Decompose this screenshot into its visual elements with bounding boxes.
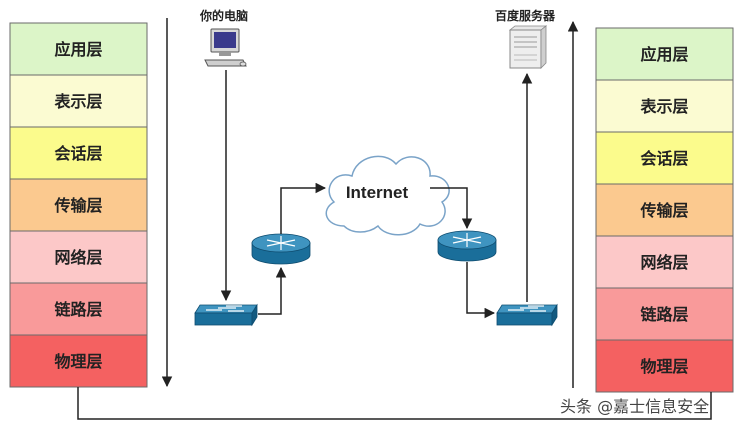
left-layer-box xyxy=(9,22,148,76)
right-layer-application: 应用层 xyxy=(595,27,734,81)
right-layer-link: 链路层 xyxy=(595,287,734,341)
left-router-icon xyxy=(251,233,311,265)
left-layer-box xyxy=(9,230,148,284)
right-layer-label: 网络层 xyxy=(640,253,688,272)
left-layer-box xyxy=(9,74,148,128)
left-layer-box xyxy=(9,282,148,336)
server-icon xyxy=(508,25,548,69)
switch-to-router-arrow xyxy=(258,266,287,315)
left-layer-box xyxy=(9,126,148,180)
right-layer-box xyxy=(595,287,734,341)
left-layer-network: 网络层 xyxy=(9,230,148,284)
right-layer-session: 会话层 xyxy=(595,131,734,185)
left-layer-label: 会话层 xyxy=(54,144,102,163)
left-switch-icon xyxy=(194,303,258,327)
right-layer-label: 链路层 xyxy=(640,305,688,324)
right-layer-presentation: 表示层 xyxy=(595,79,734,133)
left-layer-label: 表示层 xyxy=(53,92,102,111)
right-layer-box xyxy=(595,27,734,81)
right-router-icon xyxy=(437,230,497,262)
watermark-text: 头条 @嘉士信息安全 xyxy=(560,397,709,416)
left-layer-physical: 物理层 xyxy=(9,334,148,388)
router-to-switch-arrow xyxy=(466,262,496,319)
left-layer-session: 会话层 xyxy=(9,126,148,180)
right-layer-box xyxy=(595,339,734,393)
right-layer-transport: 传输层 xyxy=(595,183,734,237)
internet-label: Internet xyxy=(346,183,409,202)
right-layer-network: 网络层 xyxy=(595,235,734,289)
internet-to-router-arrow xyxy=(430,187,473,230)
right-layer-box xyxy=(595,235,734,289)
physical-medium-line xyxy=(77,387,712,420)
left-layer-label: 链路层 xyxy=(54,300,102,319)
right-layer-box xyxy=(595,183,734,237)
right-layer-label: 应用层 xyxy=(640,45,688,64)
left-osi-stack: 应用层 表示层 会话层 传输层 网络层 链路层 物理层 xyxy=(9,22,148,388)
baidu-server-label: 百度服务器 xyxy=(495,8,556,23)
left-layer-link: 链路层 xyxy=(9,282,148,336)
right-switch-icon xyxy=(496,303,558,327)
left-layer-label: 物理层 xyxy=(54,352,102,371)
left-layer-label: 应用层 xyxy=(54,40,102,59)
left-layer-label: 网络层 xyxy=(54,248,102,267)
left-layer-label: 传输层 xyxy=(53,196,102,215)
right-layer-label: 表示层 xyxy=(639,97,688,116)
internet-cloud-icon xyxy=(325,155,450,236)
right-layer-box xyxy=(595,131,734,185)
left-layer-application: 应用层 xyxy=(9,22,148,76)
router-to-internet-arrow xyxy=(280,182,327,234)
left-layer-box xyxy=(9,178,148,232)
left-layer-presentation: 表示层 xyxy=(9,74,148,128)
right-layer-label: 传输层 xyxy=(639,201,688,220)
right-layer-physical: 物理层 xyxy=(595,339,734,393)
right-layer-label: 会话层 xyxy=(640,149,688,168)
right-layer-label: 物理层 xyxy=(640,357,688,376)
computer-icon xyxy=(204,28,247,67)
left-layer-transport: 传输层 xyxy=(9,178,148,232)
right-osi-stack: 应用层 表示层 会话层 传输层 网络层 链路层 物理层 xyxy=(595,27,734,393)
your-computer-label: 你的电脑 xyxy=(199,8,248,23)
